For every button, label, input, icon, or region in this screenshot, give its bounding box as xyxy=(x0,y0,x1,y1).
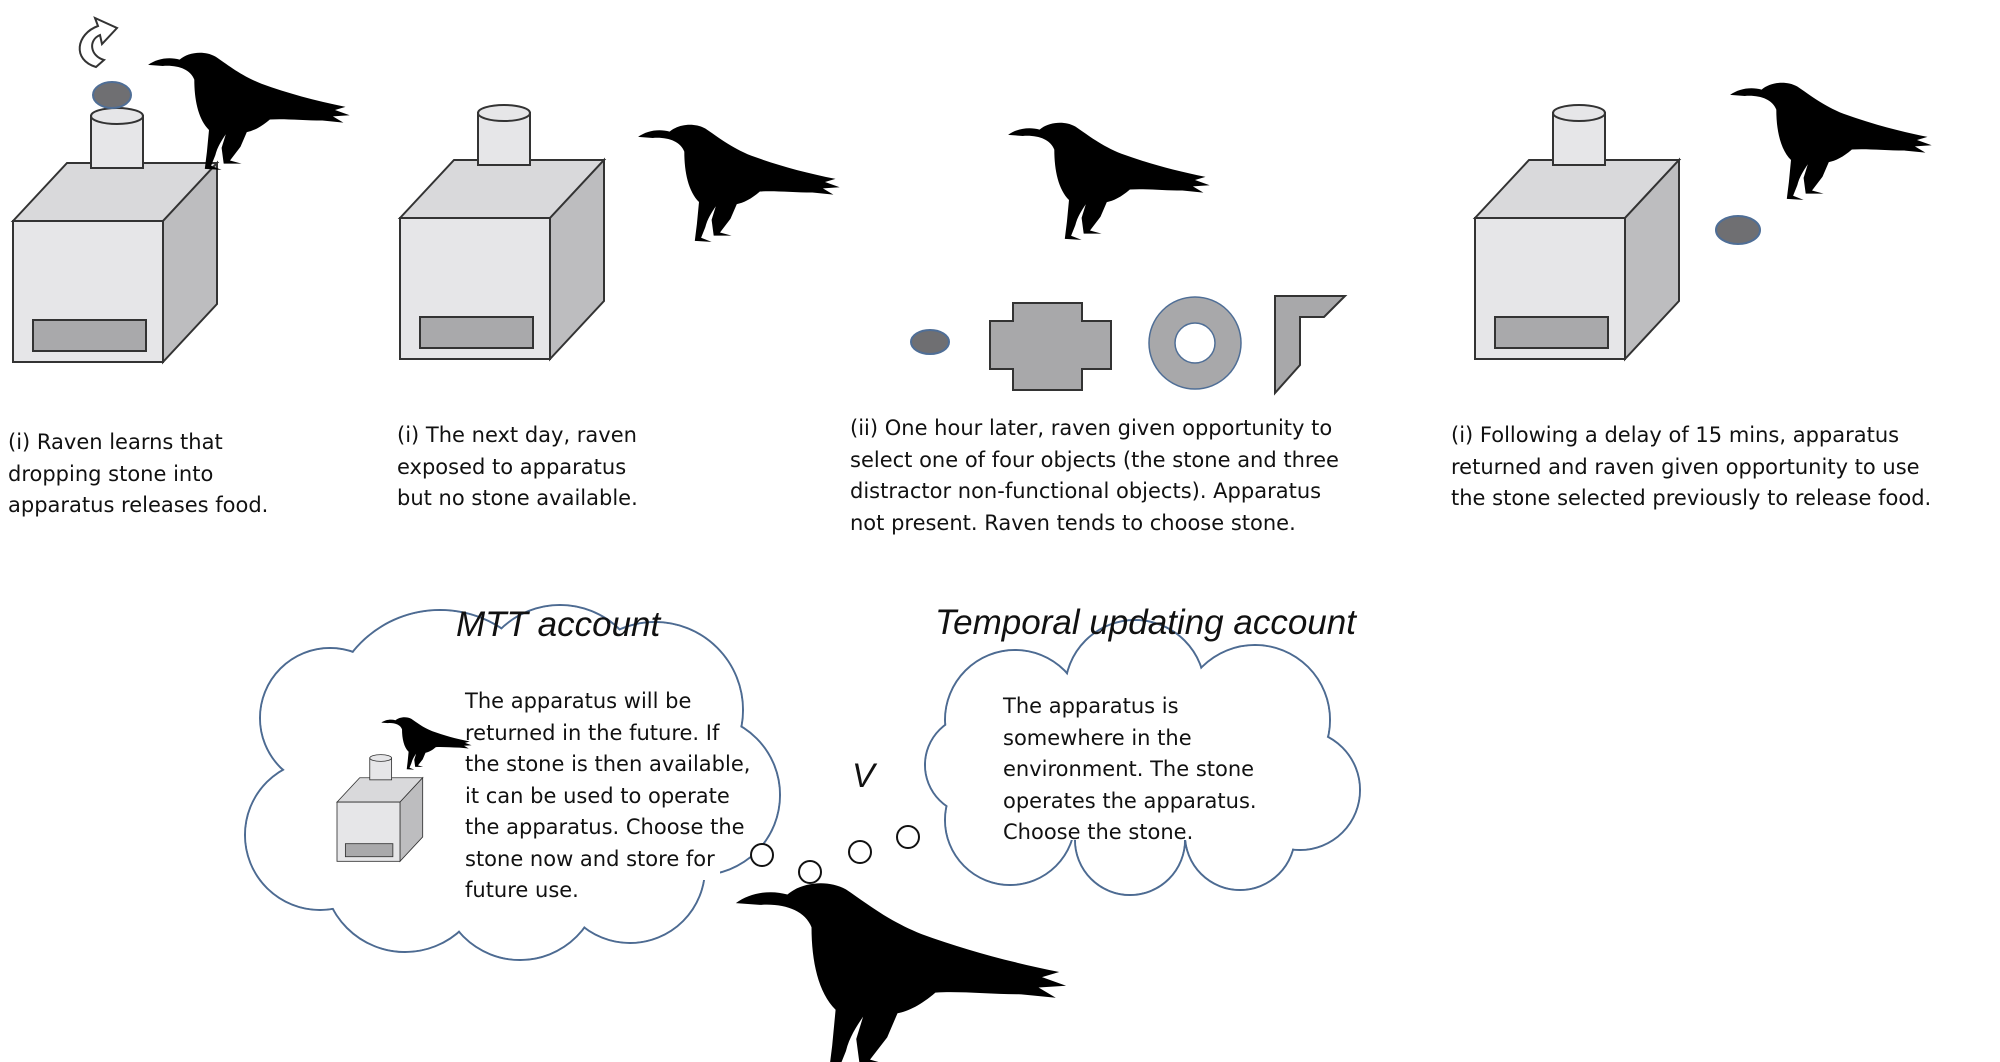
mtt-account-heading: MTT account xyxy=(456,605,661,644)
cloud-fill xyxy=(926,621,1359,894)
ring-outer-edge xyxy=(1148,296,1242,390)
apparatus-icon xyxy=(12,107,218,363)
stone-icon xyxy=(92,81,132,109)
cross-shape-icon xyxy=(989,302,1112,391)
temporal-thought-text: The apparatus is somewhere in the enviro… xyxy=(1003,694,1257,844)
raven-icon xyxy=(148,52,350,170)
panel-1-caption: (i) Raven learns that dropping stone int… xyxy=(8,430,269,517)
panel-3-caption: (ii) One hour later, raven given opportu… xyxy=(850,416,1339,535)
apparatus-icon xyxy=(399,104,605,360)
ring-shape-icon xyxy=(1149,297,1241,389)
stone-icon xyxy=(1715,215,1761,245)
rotate-arrow-icon xyxy=(78,16,119,69)
temporal-account-heading: Temporal updating account xyxy=(935,603,1356,642)
versus-label: V xyxy=(852,757,875,795)
raven-icon xyxy=(638,124,840,242)
thought-bubbles xyxy=(750,825,920,884)
ring-inner-edge xyxy=(1174,322,1216,364)
raven-icon xyxy=(1730,82,1932,200)
apparatus-icon xyxy=(1474,104,1680,360)
angle-shape-icon xyxy=(1274,295,1348,396)
panel-4-caption: (i) Following a delay of 15 mins, appara… xyxy=(1451,423,1932,510)
raven-icon xyxy=(1008,122,1210,240)
panel-2-caption: (i) The next day, raven exposed to appar… xyxy=(397,423,638,510)
stone-icon xyxy=(910,329,950,355)
mtt-thought-text: The apparatus will be returned in the fu… xyxy=(465,689,751,902)
raven-icon xyxy=(735,883,1067,1062)
